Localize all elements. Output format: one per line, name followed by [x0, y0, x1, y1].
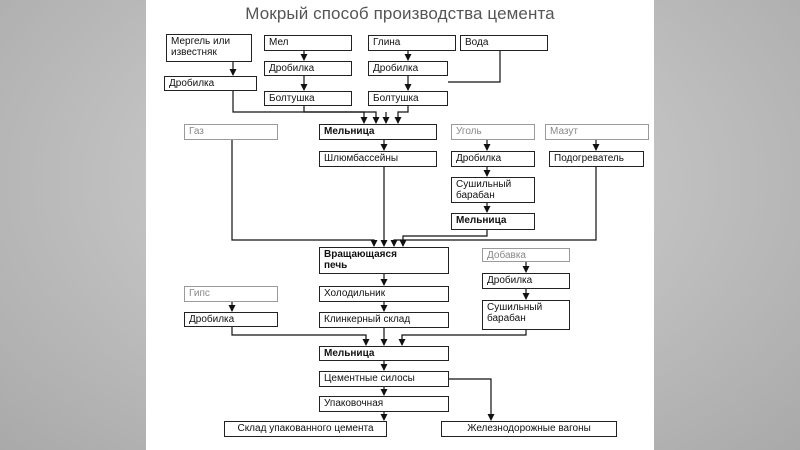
- node-zheleznodorozhnye-vagony: Железнодорожные вагоны: [441, 421, 617, 437]
- node-sushilny-baraban-dobavka: Сушильный барабан: [482, 300, 570, 330]
- node-klinkerny-sklad: Клинкерный склад: [319, 312, 449, 328]
- arrow-mergel-melnitsa: [232, 91, 368, 124]
- arrow-dobavka-melnitsa: [398, 330, 527, 346]
- node-boltushka-glina: Болтушка: [368, 91, 448, 106]
- node-vrashchayushchayasya-pech: Вращающаяся печь: [319, 247, 449, 274]
- node-upakovochnaya: Упаковочная: [319, 396, 449, 412]
- node-drobilka-dobavka: Дробилка: [482, 273, 570, 289]
- slide: Мокрый способ производства цемента: [146, 0, 654, 450]
- node-dobavka: Добавка: [482, 248, 570, 262]
- flow-connectors: [228, 51, 600, 421]
- arrow-mel-melnitsa: [303, 106, 380, 124]
- arrow-silosy-vagony: [448, 378, 495, 421]
- arrow-podogrevatel-pech: [390, 167, 597, 247]
- node-drobilka-glina: Дробилка: [368, 61, 448, 76]
- node-melnitsa-ugol: Мельница: [451, 213, 535, 230]
- node-glina: Глина: [368, 35, 456, 51]
- line-voda: [448, 51, 501, 83]
- node-melnitsa-1: Мельница: [319, 124, 437, 140]
- node-drobilka-mel: Дробилка: [264, 61, 352, 76]
- node-holodilnik: Холодильник: [319, 286, 449, 302]
- node-sushilny-baraban-ugol: Сушильный барабан: [451, 177, 535, 203]
- node-gaz: Газ: [184, 124, 278, 140]
- node-gips: Гипс: [184, 286, 278, 302]
- node-mazut: Мазут: [545, 124, 649, 140]
- node-sklad-upakovannogo-tsementa: Склад упакованного цемента: [224, 421, 387, 437]
- arrow-glina-melnitsa: [394, 106, 409, 124]
- node-drobilka-mergel: Дробилка: [164, 76, 257, 91]
- arrow-ugol-pech: [399, 230, 488, 247]
- node-tsementnye-silosy: Цементные силосы: [319, 371, 449, 387]
- node-podogrevatel: Подогреватель: [549, 151, 644, 167]
- diagram-title: Мокрый способ производства цемента: [245, 4, 555, 23]
- node-voda: Вода: [460, 35, 548, 51]
- node-mergel: Мергель или известняк: [166, 34, 252, 62]
- node-shlyumbasseyny: Шлюмбассейны: [319, 151, 437, 167]
- node-mel: Мел: [264, 35, 352, 51]
- arrow-gips-melnitsa: [231, 327, 370, 346]
- node-melnitsa-2: Мельница: [319, 346, 449, 361]
- node-boltushka-mel: Болтушка: [264, 91, 352, 106]
- node-ugol: Уголь: [451, 124, 535, 140]
- node-drobilka-ugol: Дробилка: [451, 151, 535, 167]
- node-drobilka-gips: Дробилка: [184, 312, 278, 327]
- arrow-gaz-pech: [231, 140, 378, 247]
